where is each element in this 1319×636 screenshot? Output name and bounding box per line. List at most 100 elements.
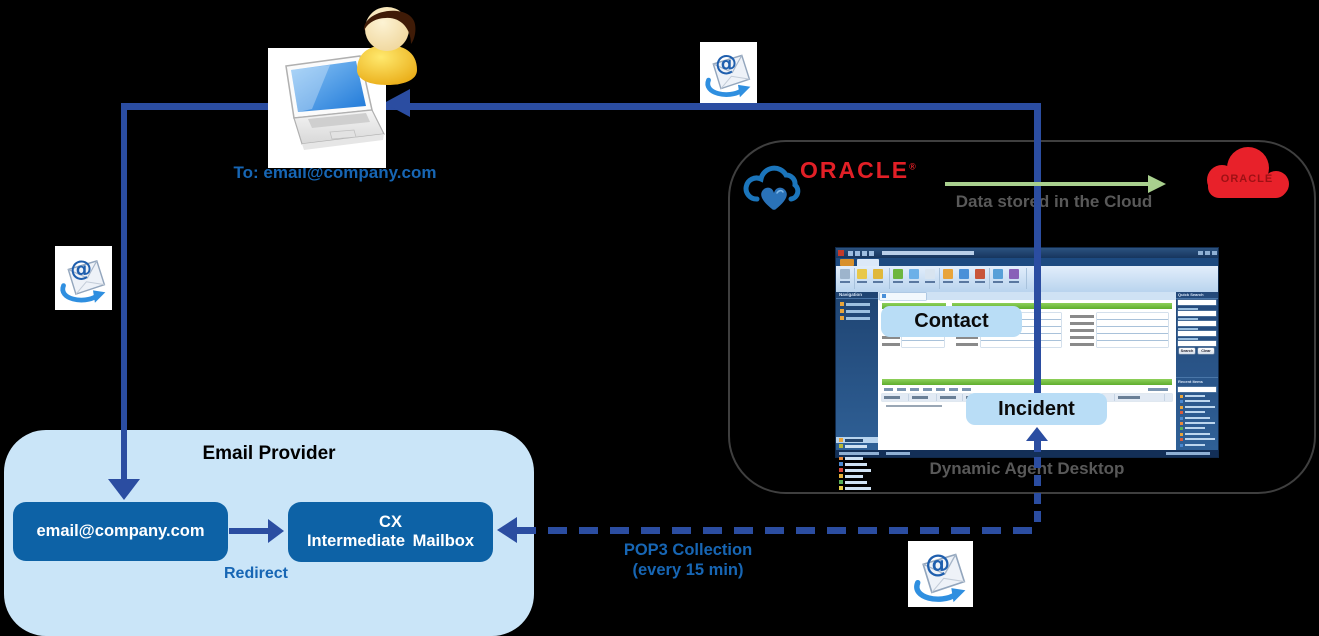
mini-quickaccess-icon[interactable] [862, 251, 867, 256]
mini-recent-dropdown[interactable] [1178, 387, 1216, 392]
mini-workspace-tab[interactable] [880, 293, 926, 300]
oracle-wordmark-text: ORACLE [800, 157, 910, 183]
mini-field-input[interactable] [1097, 313, 1168, 319]
mini-recent-item-label[interactable] [1185, 438, 1215, 441]
mini-status-zoom[interactable] [1166, 452, 1210, 455]
mini-recent-item-icon [1180, 422, 1183, 425]
mini-table-toolbar-item[interactable] [949, 388, 958, 391]
mini-clear-button[interactable]: Clear [1198, 348, 1214, 354]
mini-ribbon-button-icon[interactable] [873, 269, 883, 279]
mini-recent-item-label[interactable] [1185, 443, 1205, 446]
pop3-dashed-line-horizontal [517, 527, 1041, 534]
mini-options-button[interactable] [1148, 388, 1168, 391]
mini-recent-item-label[interactable] [1185, 405, 1215, 408]
arrowhead-into-cx-mailbox [497, 517, 517, 543]
mini-recent-item-icon [1180, 443, 1183, 447]
mini-qs-field-label [1178, 328, 1198, 330]
mini-field-label [1070, 315, 1094, 318]
mini-recent-item-label[interactable] [1185, 432, 1210, 435]
mini-nav-item-label[interactable] [845, 475, 863, 478]
mini-ribbon[interactable] [836, 266, 1218, 293]
data-stored-arrowhead [1148, 175, 1166, 193]
pop3-label-line2: (every 15 min) [632, 560, 744, 579]
mini-recent-item-label[interactable] [1185, 400, 1210, 403]
mini-field-input[interactable] [981, 341, 1061, 347]
mini-table-toolbar-item[interactable] [910, 388, 919, 391]
mini-folder-icon [840, 316, 844, 320]
red-cloud-oracle-text: ORACLE [1221, 173, 1273, 185]
mini-nav-item-icon [839, 444, 843, 448]
pop3-label-line1: POP3 Collection [623, 541, 753, 559]
mini-quickaccess-icon[interactable] [848, 251, 853, 256]
mini-nav-item-label[interactable] [845, 481, 867, 484]
mini-qs-field-input[interactable] [1178, 311, 1216, 316]
mini-home-tab[interactable] [857, 259, 879, 266]
mini-recent-item-label[interactable] [1185, 427, 1205, 430]
mini-window-control[interactable] [1205, 251, 1210, 255]
mini-ribbon-button-icon[interactable] [959, 269, 969, 279]
mini-nav-item-label[interactable] [845, 469, 871, 472]
mini-table-toolbar-item[interactable] [962, 388, 971, 391]
mini-table-toolbar-item[interactable] [936, 388, 945, 391]
mini-column-header-label [1118, 396, 1140, 399]
mini-field-input[interactable] [981, 334, 1061, 340]
mini-tree-item-label[interactable] [846, 310, 870, 313]
agent-desktop-caption: Dynamic Agent Desktop [929, 459, 1125, 478]
mini-table-toolbar-item[interactable] [923, 388, 932, 391]
mini-ribbon-button-icon[interactable] [840, 269, 850, 279]
mini-search-button[interactable]: Search [1179, 348, 1195, 354]
mini-nav-item-label[interactable] [845, 457, 863, 460]
oracle-cloud-container [728, 140, 1316, 494]
mini-column-separator [962, 394, 963, 401]
mini-nav-item-label[interactable] [845, 463, 867, 466]
mini-ribbon-button-icon[interactable] [975, 269, 985, 279]
mini-field-input[interactable] [902, 341, 944, 347]
mini-quick-search-panel[interactable]: Quick Search Recent Items Search Clear [1176, 292, 1218, 450]
mini-recent-item-label[interactable] [1185, 422, 1215, 424]
mini-table-toolbar-item[interactable] [897, 388, 906, 391]
mini-ribbon-button-icon[interactable] [925, 269, 935, 279]
mini-quickaccess-icon[interactable] [869, 251, 874, 256]
data-stored-arrow-line [945, 182, 1150, 186]
data-stored-label: Data stored in the Cloud [955, 192, 1153, 211]
mini-tree-item-label[interactable] [846, 303, 870, 306]
mini-ribbon-button-icon[interactable] [893, 269, 903, 279]
mini-recent-item-label[interactable] [1185, 411, 1205, 414]
mini-quickaccess-icon[interactable] [855, 251, 860, 256]
mini-recent-item-label[interactable] [1185, 416, 1210, 419]
mini-ribbon-button-label [873, 281, 883, 283]
mini-recent-item-icon [1180, 432, 1183, 436]
mini-qs-field-input[interactable] [1178, 341, 1216, 346]
mini-section-header-green [952, 303, 1172, 309]
mini-window-control[interactable] [1212, 251, 1217, 255]
mini-tree-item-label[interactable] [846, 317, 870, 320]
mini-ribbon-button-label [909, 281, 919, 283]
mini-ribbon-separator [939, 268, 940, 289]
mini-field-input[interactable] [1097, 327, 1168, 333]
mini-window-control[interactable] [1198, 251, 1203, 255]
mini-field-label [1070, 343, 1094, 346]
mini-recent-item-label[interactable] [1185, 395, 1205, 397]
mini-nav-item-label[interactable] [845, 445, 867, 448]
mini-field-input[interactable] [1097, 320, 1168, 326]
mini-ribbon-button-icon[interactable] [993, 269, 1003, 279]
mini-file-tab[interactable] [840, 259, 854, 266]
mini-nav-item-label[interactable] [845, 487, 871, 490]
mini-empty-table-note [886, 405, 942, 407]
mini-field-label [956, 336, 978, 339]
mini-recent-item-icon [1180, 405, 1183, 409]
mini-qs-field-input[interactable] [1178, 321, 1216, 326]
mini-titlebar [836, 248, 1218, 258]
mini-nav-panel[interactable]: Navigation [836, 292, 878, 490]
mini-nav-item-label[interactable] [845, 439, 863, 442]
mini-table-toolbar-item[interactable] [884, 388, 893, 391]
mini-qs-dropdown[interactable] [1178, 300, 1216, 305]
mini-ribbon-button-icon[interactable] [1009, 269, 1019, 279]
mini-ribbon-button-icon[interactable] [943, 269, 953, 279]
email-icon-top: @ [700, 42, 757, 103]
mini-ribbon-button-icon[interactable] [909, 269, 919, 279]
mini-field-input[interactable] [1097, 341, 1168, 347]
mini-field-input[interactable] [1097, 334, 1168, 340]
mini-ribbon-button-icon[interactable] [857, 269, 867, 279]
mini-qs-field-input[interactable] [1178, 331, 1216, 336]
